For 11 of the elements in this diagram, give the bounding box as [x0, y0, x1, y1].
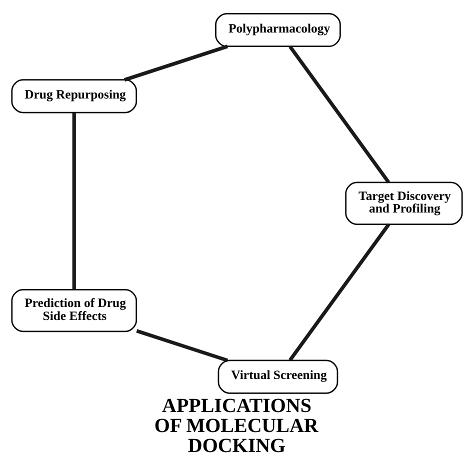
node-box: Drug Repurposing — [11, 79, 138, 114]
diagram-title: APPLICATIONS OF MOLECULAR DOCKING — [154, 394, 318, 457]
node-box: Target Discovery and Profiling — [345, 182, 463, 225]
node-box: Virtual Screening — [218, 360, 338, 394]
connector — [288, 223, 390, 362]
connector — [136, 329, 228, 362]
node-box: Prediction of Drug Side Effects — [11, 288, 138, 332]
connector — [72, 112, 76, 290]
node-box: Polypharmacology — [215, 12, 341, 48]
connector — [288, 46, 390, 184]
connector — [124, 44, 228, 82]
